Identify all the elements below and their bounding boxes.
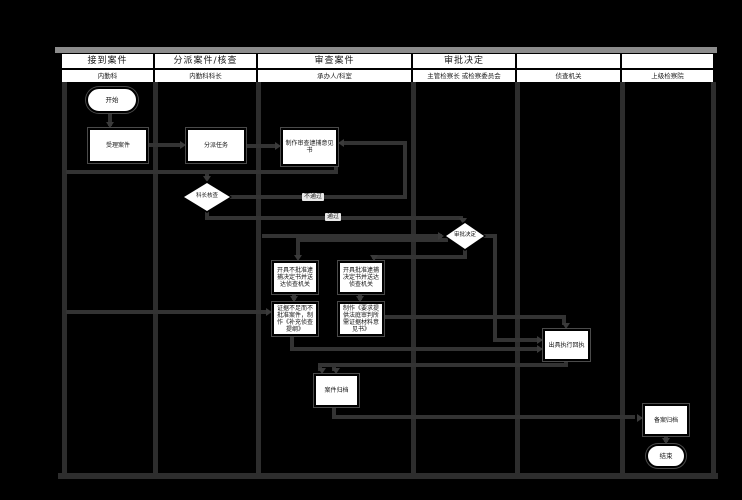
arrowhead-icon — [338, 139, 344, 147]
lane-title-6 — [622, 54, 713, 68]
arrowhead-icon — [562, 323, 570, 329]
arrowhead-icon — [438, 232, 444, 240]
arrowhead-icon — [662, 438, 670, 444]
edge-archive-in2 — [318, 363, 322, 371]
arrowhead-icon — [294, 255, 302, 261]
edge-fail-return — [344, 141, 407, 145]
lane-title-1: 接到案件 — [62, 54, 153, 68]
lane-role-1: 内勤科 — [62, 70, 153, 82]
node-arrest-decision: 开具批准逮捕决定书并送达侦查机关 — [338, 261, 384, 294]
node-end: 结束 — [646, 444, 686, 468]
edge-arrest-h — [372, 255, 467, 259]
lane-title-3: 审查案件 — [258, 54, 411, 68]
lane-border-2-3 — [256, 82, 261, 478]
table-bottom-border — [58, 473, 718, 479]
edge-receive-assign — [148, 143, 180, 147]
edge-archive-down — [332, 407, 336, 419]
node-record-file: 备案归档 — [643, 404, 689, 436]
edge-to-approve — [262, 234, 442, 238]
lane-role-5: 侦查机关 — [517, 70, 620, 82]
arrowhead-icon — [266, 308, 272, 316]
decision-chief-verify-label: 科长核查 — [195, 193, 218, 200]
node-execution-receipt: 出具执行回执 — [543, 329, 590, 361]
edge-approve-receipt-v — [493, 234, 497, 340]
edge-fail-v — [403, 143, 407, 199]
decision-chief-verify: 科长核查 — [182, 181, 232, 213]
edge-approve-right — [483, 234, 497, 238]
lane-border-right — [711, 82, 716, 478]
node-receive-case: 受理案件 — [88, 128, 148, 163]
edge-evidence-receipt-v — [562, 315, 566, 325]
lane-role-2: 内勤科科长 — [155, 70, 256, 82]
edge-approve-receipt-h — [493, 338, 539, 342]
node-evidence-request: 制作《要求提供法庭审判所需证据材料意见书》 — [338, 302, 384, 336]
lane-title-5 — [517, 54, 620, 68]
node-assign-task: 分派任务 — [186, 128, 246, 163]
edge-channel-to-verify — [66, 170, 338, 174]
edge-into-verify — [205, 170, 209, 176]
edge-supplement-v — [290, 336, 294, 349]
arrowhead-icon — [537, 345, 543, 353]
arrowhead-icon — [637, 414, 643, 422]
node-draft-opinion: 制作审查逮捕意见书 — [281, 128, 338, 166]
node-no-arrest-decision: 开具不批准逮捕决定书并送达侦查机关 — [272, 261, 318, 294]
lane-border-4-5 — [515, 82, 520, 478]
lane-role-3: 承办人/科室 — [258, 70, 411, 82]
arrowhead-icon — [106, 122, 114, 128]
node-supplement-outline: 证据不足而不批准案件，制作《补充侦查提纲》 — [272, 302, 318, 336]
lane-border-5-6 — [620, 82, 625, 478]
lane-role-4: 主管检察长 或检察委员会 — [413, 70, 515, 82]
decision-approve: 审批决定 — [444, 221, 486, 251]
arrowhead-icon — [537, 336, 543, 344]
arrowhead-icon — [459, 218, 467, 224]
edge-noarrest-h — [296, 238, 448, 242]
edge-assign-draft — [247, 144, 275, 148]
node-start: 开始 — [86, 87, 138, 113]
lane-role-6: 上级检察院 — [622, 70, 713, 82]
lane-border-1-2 — [153, 82, 158, 478]
arrowhead-icon — [356, 296, 364, 302]
edge-start-receive — [108, 113, 112, 126]
arrowhead-icon — [275, 142, 281, 150]
edge-archive-in1 — [332, 363, 336, 371]
edge-archive-record — [332, 415, 635, 419]
node-case-archive: 案件归档 — [314, 374, 359, 407]
edge-receipt-archive-h — [320, 363, 568, 367]
arrowhead-icon — [318, 368, 326, 374]
edge-evidence-receipt-h — [383, 315, 566, 319]
lane-border-left — [62, 82, 67, 478]
decision-approve-label: 审批决定 — [453, 232, 476, 239]
edge-label-fail: 不通过 — [302, 193, 325, 201]
arrowhead-icon — [290, 296, 298, 302]
lane-border-3-4 — [411, 82, 416, 478]
lane-title-2: 分派案件/核查 — [155, 54, 256, 68]
table-top-border — [55, 47, 717, 53]
edge-left-supplement — [66, 310, 268, 314]
arrowhead-icon — [180, 141, 186, 149]
arrowhead-icon — [370, 255, 378, 261]
arrowhead-icon — [332, 368, 340, 374]
edge-supplement-receipt — [290, 347, 539, 351]
lane-title-4: 审批决定 — [413, 54, 515, 68]
arrowhead-icon — [203, 176, 211, 182]
edge-arrest-v1 — [463, 250, 467, 259]
edge-label-pass: 通过 — [325, 213, 342, 221]
edge-noarrest-v — [296, 238, 300, 257]
